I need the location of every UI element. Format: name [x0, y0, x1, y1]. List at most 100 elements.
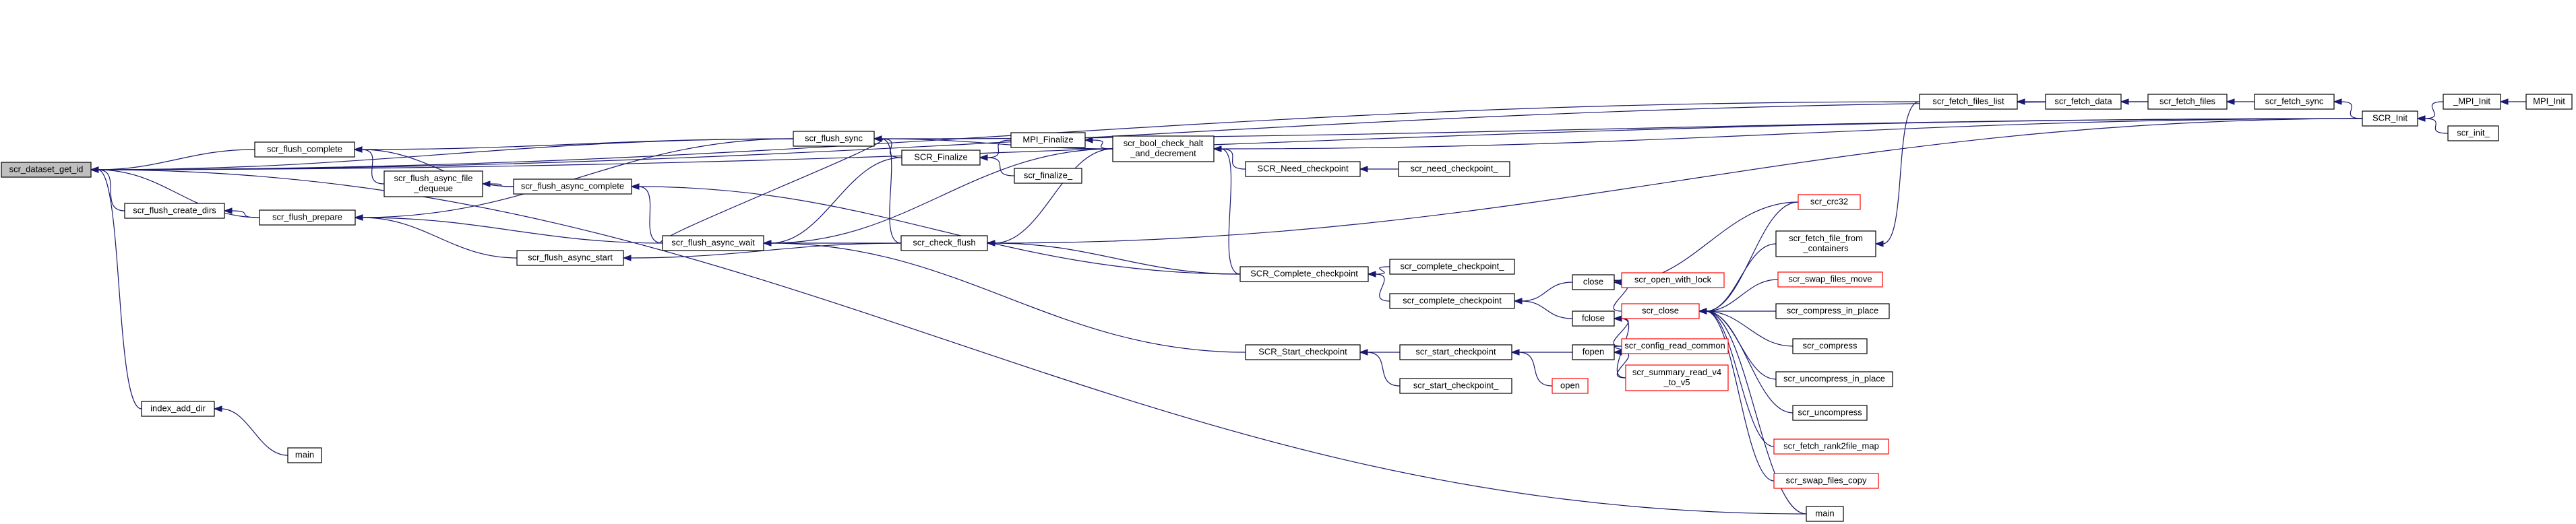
- edge-line: [1705, 310, 1807, 515]
- graph-node[interactable]: open: [1552, 378, 1589, 394]
- graph-node[interactable]: SCR_Need_checkpoint: [1245, 161, 1361, 177]
- node-box: [1389, 259, 1515, 275]
- graph-node[interactable]: scr_fetch_sync: [2254, 94, 2335, 110]
- graph-node[interactable]: MPI_Init: [2525, 94, 2573, 110]
- call-edge: [2226, 98, 2255, 105]
- edge-line: [220, 408, 288, 456]
- graph-node[interactable]: scr_compress_in_place: [1775, 303, 1890, 319]
- graph-node[interactable]: scr_fetch_rank2file_map: [1773, 438, 1889, 455]
- call-edge: [1213, 118, 2363, 152]
- graph-node[interactable]: scr_flush_create_dirs: [124, 203, 225, 219]
- edge-line: [1091, 139, 1113, 150]
- node-box: [1777, 271, 1883, 288]
- node-label: fclose: [1582, 313, 1605, 323]
- graph-node[interactable]: scr_flush_async_start: [516, 250, 624, 266]
- node-box: [1389, 293, 1515, 309]
- node-label: scr_swap_files_copy: [1786, 475, 1867, 485]
- edge-line: [2424, 101, 2444, 119]
- graph-node[interactable]: scr_dataset_get_id: [1, 162, 92, 178]
- graph-node[interactable]: MPI_Finalize: [1010, 132, 1086, 148]
- graph-node[interactable]: main: [287, 447, 322, 463]
- arrowhead-icon: [1367, 271, 1376, 277]
- graph-node[interactable]: scr_uncompress_in_place: [1775, 371, 1893, 387]
- graph-node[interactable]: SCR_Complete_checkpoint: [1239, 266, 1369, 282]
- graph-node[interactable]: scr_flush_sync: [793, 131, 875, 147]
- node-label: scr_complete_checkpoint: [1403, 295, 1502, 305]
- node-box: [1773, 438, 1889, 455]
- graph-node[interactable]: fclose: [1572, 310, 1615, 327]
- graph-node[interactable]: scr_fetch_files_list: [1919, 94, 2018, 110]
- graph-node[interactable]: scr_fetch_data: [2045, 94, 2122, 110]
- graph-node[interactable]: SCR_Start_checkpoint: [1245, 344, 1361, 360]
- call-edge: [2333, 98, 2363, 119]
- node-box: [1245, 161, 1361, 177]
- edge-line: [638, 186, 663, 244]
- call-edge: [1359, 166, 1399, 172]
- node-label: scr_start_checkpoint: [1415, 346, 1496, 356]
- node-label: SCR_Complete_checkpoint: [1250, 268, 1358, 278]
- graph-node[interactable]: scr_need_checkpoint_: [1398, 161, 1510, 177]
- graph-node[interactable]: scr_flush_async_file_dequeue: [384, 170, 483, 197]
- graph-node[interactable]: scr_bool_check_halt_and_decrement: [1112, 135, 1215, 162]
- graph-node[interactable]: scr_config_read_common: [1621, 338, 1729, 354]
- node-box: [1798, 194, 1861, 210]
- node-box: [1010, 132, 1086, 148]
- node-box: [1775, 230, 1876, 257]
- graph-node[interactable]: _MPI_Init: [2443, 94, 2501, 110]
- node-box: [662, 235, 764, 251]
- call-edge: [986, 240, 1241, 275]
- edge-line: [770, 242, 1246, 353]
- graph-node[interactable]: scr_uncompress: [1792, 405, 1868, 421]
- graph-node[interactable]: SCR_Init: [2362, 110, 2418, 127]
- graph-node[interactable]: fopen: [1572, 344, 1615, 360]
- graph-node[interactable]: scr_complete_checkpoint_: [1389, 259, 1515, 275]
- arrowhead-icon: [2016, 98, 2025, 105]
- node-label: scr_compress: [1803, 340, 1858, 350]
- graph-node[interactable]: scr_compress: [1792, 338, 1868, 354]
- node-box: [2525, 94, 2573, 110]
- arrowhead-icon: [622, 255, 632, 261]
- node-box: [1621, 338, 1729, 354]
- call-edge: [1513, 298, 1573, 319]
- graph-node[interactable]: close: [1572, 274, 1615, 290]
- graph-node[interactable]: scr_open_with_lock: [1621, 272, 1725, 288]
- arrowhead-icon: [1874, 240, 1884, 247]
- graph-node[interactable]: scr_swap_files_move: [1777, 271, 1883, 288]
- graph-node[interactable]: scr_init_: [2447, 125, 2499, 141]
- graph-node[interactable]: main: [1806, 506, 1844, 522]
- node-box: [1775, 371, 1893, 387]
- graph-node[interactable]: scr_start_checkpoint_: [1399, 378, 1512, 394]
- graph-node[interactable]: scr_summary_read_v4_to_v5: [1625, 364, 1729, 391]
- edge-line: [993, 118, 2363, 244]
- graph-node[interactable]: scr_swap_files_copy: [1773, 473, 1879, 489]
- graph-node[interactable]: scr_flush_async_wait: [662, 235, 764, 251]
- node-box: [1621, 272, 1725, 288]
- node-label: index_add_dir: [150, 403, 206, 413]
- graph-node[interactable]: scr_close: [1621, 303, 1700, 319]
- graph-node[interactable]: scr_flush_complete: [254, 141, 355, 158]
- node-label: scr_fetch_data: [2054, 96, 2112, 106]
- graph-node[interactable]: scr_complete_checkpoint: [1389, 293, 1515, 309]
- node-box: [513, 178, 632, 195]
- node-label: MPI_Init: [2533, 96, 2565, 106]
- node-box: [2362, 110, 2418, 127]
- graph-node[interactable]: SCR_Finalize: [901, 150, 981, 166]
- graph-node[interactable]: scr_finalize_: [1014, 168, 1082, 184]
- node-label: _to_v5: [1663, 377, 1690, 387]
- node-label: fopen: [1583, 346, 1605, 356]
- node-box: [1552, 378, 1589, 394]
- graph-node[interactable]: scr_flush_prepare: [259, 209, 356, 226]
- node-label: scr_fetch_files: [2159, 96, 2216, 106]
- call-edge: [630, 183, 663, 244]
- node-label: scr_swap_files_move: [1788, 273, 1872, 284]
- graph-node[interactable]: scr_start_checkpoint: [1399, 344, 1512, 360]
- graph-node[interactable]: scr_fetch_files: [2147, 94, 2228, 110]
- edge-line: [361, 138, 794, 150]
- graph-node[interactable]: scr_crc32: [1798, 194, 1861, 210]
- arrowhead-icon: [2120, 98, 2129, 105]
- call-edge: [1698, 308, 1775, 482]
- graph-node[interactable]: scr_fetch_file_from_containers: [1775, 230, 1876, 257]
- graph-node[interactable]: scr_flush_async_complete: [513, 178, 632, 195]
- graph-node[interactable]: scr_check_flush: [900, 235, 988, 251]
- graph-node[interactable]: index_add_dir: [141, 401, 215, 417]
